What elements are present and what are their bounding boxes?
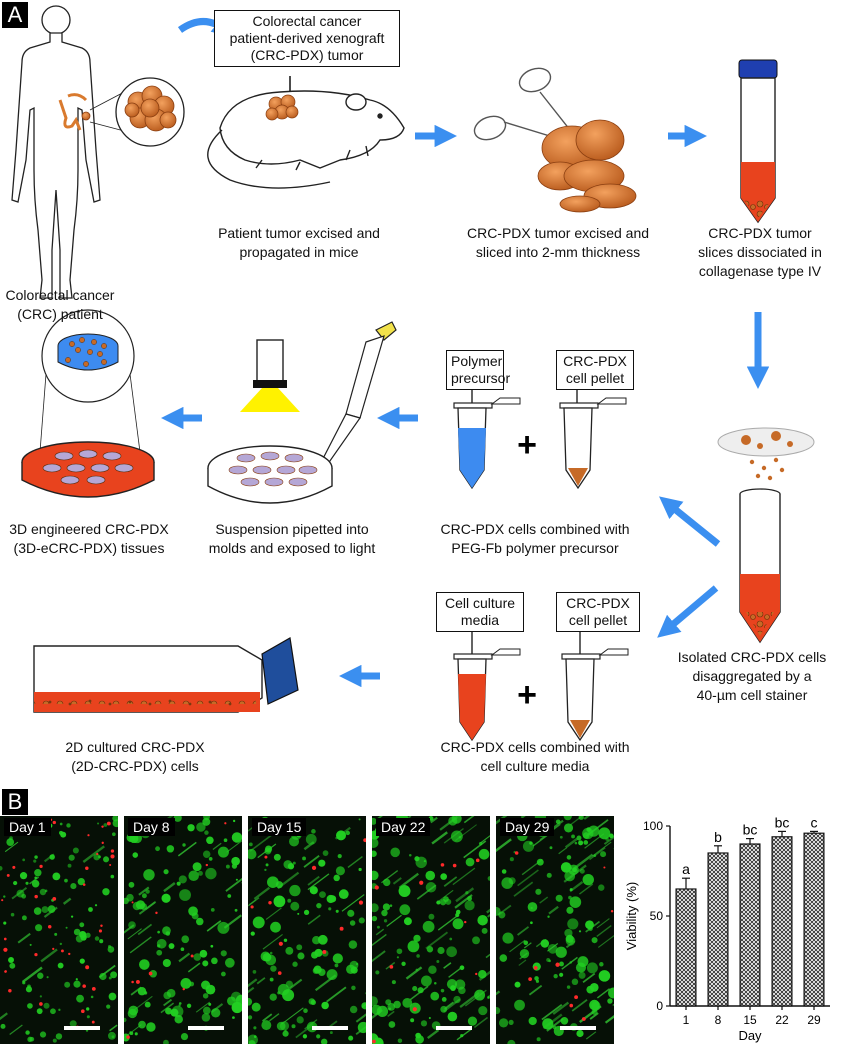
pellet-tube-2-icon (561, 626, 629, 742)
y-tick-label: 0 (656, 999, 663, 1013)
xenograft-tumor-icon (265, 94, 299, 121)
label-engineered: 3D engineered CRC-PDX (3D-eCRC-PDX) tiss… (9, 521, 169, 556)
label-combined-media: CRC-PDX cells combined with cell culture… (440, 739, 630, 774)
label-media-box: Cell culture media (436, 592, 524, 632)
micrograph-day-1: Day 1 (0, 816, 118, 1044)
micrograph-day-3: Day 15 (248, 816, 366, 1044)
workflow-diagram: + + (11, 5, 815, 742)
pipette-icon (313, 321, 397, 479)
x-tick-label: 22 (775, 1013, 789, 1027)
label-pdx-box: Colorectal cancer patient-derived xenogr… (214, 10, 400, 67)
y-tick-label: 100 (643, 819, 663, 833)
label-combined-peg: CRC-PDX cells combined with PEG-Fb polym… (440, 521, 630, 556)
conical-tube-icon (738, 59, 778, 224)
x-tick-label: 1 (683, 1013, 690, 1027)
y-axis-label: Viability (%) (624, 882, 639, 950)
micrograph-day-label: Day 1 (4, 818, 51, 836)
label-slice: CRC-PDX tumor excised and sliced into 2-… (466, 225, 650, 260)
arrow-to-media (657, 585, 719, 638)
significance-letter: c (811, 814, 818, 830)
label-polymer-box: Polymer precursor (446, 350, 510, 390)
plus-sign: + (517, 426, 537, 464)
mouse-icon (207, 90, 405, 189)
label-2d-cultured: 2D cultured CRC-PDX (2D-CRC-PDX) cells (65, 739, 205, 774)
bar-day-15 (739, 843, 761, 1007)
significance-letter: bc (775, 814, 790, 830)
scale-bar (436, 1026, 472, 1030)
x-tick-label: 8 (715, 1013, 722, 1027)
engineered-tissue-icon (21, 309, 155, 498)
significance-letter: bc (743, 822, 758, 838)
micrograph-day-5: Day 29 (496, 816, 614, 1044)
label-isolated: Isolated CRC-PDX cells disaggregated by … (677, 649, 827, 703)
significance-letter: a (682, 861, 690, 877)
bar-day-8 (707, 852, 729, 1007)
micrograph-day-2: Day 8 (124, 816, 242, 1044)
mold-dish-icon (207, 445, 333, 504)
sliced-tumor-icon (537, 119, 637, 213)
panel-label-b: B (2, 789, 28, 815)
scale-bar (64, 1026, 100, 1030)
label-pellet-box: CRC-PDX cell pellet (556, 350, 634, 390)
plus-sign-2: + (517, 676, 537, 714)
media-tube-icon (453, 626, 521, 742)
micrograph-day-4: Day 22 (372, 816, 490, 1044)
arrow-to-peg (659, 496, 721, 547)
cell-strainer-icon (717, 427, 815, 481)
x-tick-label: 15 (743, 1013, 757, 1027)
label-suspension: Suspension pipetted into molds and expos… (208, 521, 376, 556)
label-pellet-box-2: CRC-PDX cell pellet (556, 592, 640, 632)
pellet-tube-icon (559, 385, 627, 490)
scale-bar (188, 1026, 224, 1030)
micrograph-day-label: Day 29 (500, 818, 555, 836)
label-dissociate: CRC-PDX tumor slices dissociated in coll… (698, 225, 822, 279)
polymer-tube-icon (453, 385, 521, 490)
micrograph-day-label: Day 22 (376, 818, 431, 836)
x-tick-label: 29 (807, 1013, 821, 1027)
light-source-icon (240, 339, 300, 412)
micrograph-day-label: Day 15 (252, 818, 307, 836)
micrograph-day-label: Day 8 (128, 818, 175, 836)
x-axis-label: Day (738, 1028, 762, 1043)
significance-letter: b (714, 829, 722, 845)
panel-label-a: A (2, 2, 28, 28)
bar-day-29 (803, 832, 825, 1007)
patient-tumor-icon (124, 85, 177, 132)
bar-day-1 (675, 888, 697, 1007)
isolated-cells-tube-icon (739, 488, 781, 644)
bar-day-22 (771, 836, 793, 1007)
culture-flask-icon (33, 637, 299, 713)
y-tick-label: 50 (650, 909, 664, 923)
patient-figure-icon (11, 5, 185, 299)
scale-bar (312, 1026, 348, 1030)
scale-bar (560, 1026, 596, 1030)
label-crc-patient: Colorectal cancer (CRC) patient (5, 287, 115, 322)
label-mice: Patient tumor excised and propagated in … (218, 225, 380, 260)
